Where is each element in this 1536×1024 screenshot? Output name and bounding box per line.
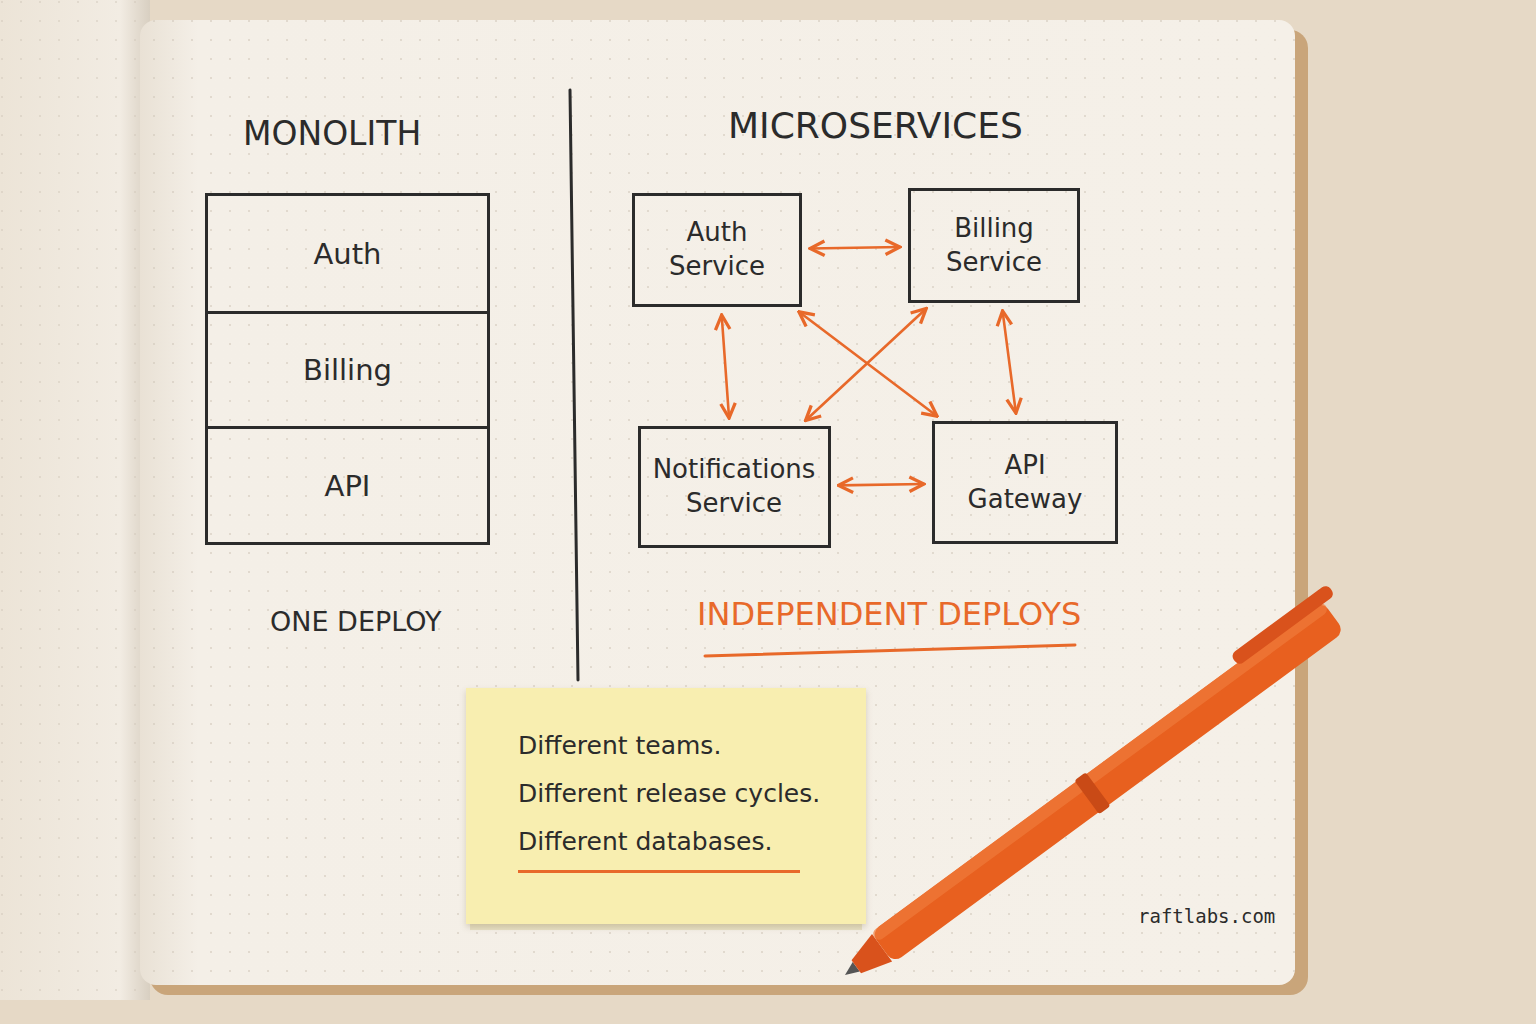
service-label: Notifications Service [653,453,816,521]
service-label: Billing Service [946,212,1042,280]
underline [705,645,1075,656]
page-dots [140,20,1295,985]
module-label: Auth [314,237,382,271]
module-band: Billing [208,311,487,426]
note-line: Different databases. [518,818,800,873]
module-label: API [325,469,371,503]
note-line: Different release cycles. [518,770,836,818]
watermark: raftlabs.com [1138,905,1275,927]
deploy-label: ONE DEPLOY [270,606,442,637]
deploy-label: INDEPENDENT DEPLOYS [697,595,1081,633]
connector-arrow [810,247,900,248]
left-page-dots [0,0,150,1000]
module-band: API [208,426,487,542]
service-label: Auth Service [669,216,765,284]
sticky-note: Different teams.Different release cycles… [466,688,866,924]
module-label: Billing [303,353,392,387]
service-box: Billing Service [908,188,1080,303]
connector-arrow [838,484,924,485]
module-band: Auth [208,196,487,311]
connector-arrow [722,315,729,418]
pen [827,584,1357,992]
service-box: Notifications Service [638,426,831,548]
monolith-box: MONOLITHAuthBillingAPI [205,193,490,545]
left-page [0,0,150,1000]
divider-line [570,90,578,680]
connector-arrow [806,308,927,420]
service-box: API Gateway [932,421,1118,544]
section-heading: MONOLITH [243,114,421,153]
service-box: Auth Service [632,193,802,307]
connector-arrow [1003,311,1016,413]
right-page [140,20,1295,985]
note-line: Different teams. [518,722,836,770]
service-label: API Gateway [968,449,1083,517]
section-heading: MICROSERVICES [728,105,1023,146]
